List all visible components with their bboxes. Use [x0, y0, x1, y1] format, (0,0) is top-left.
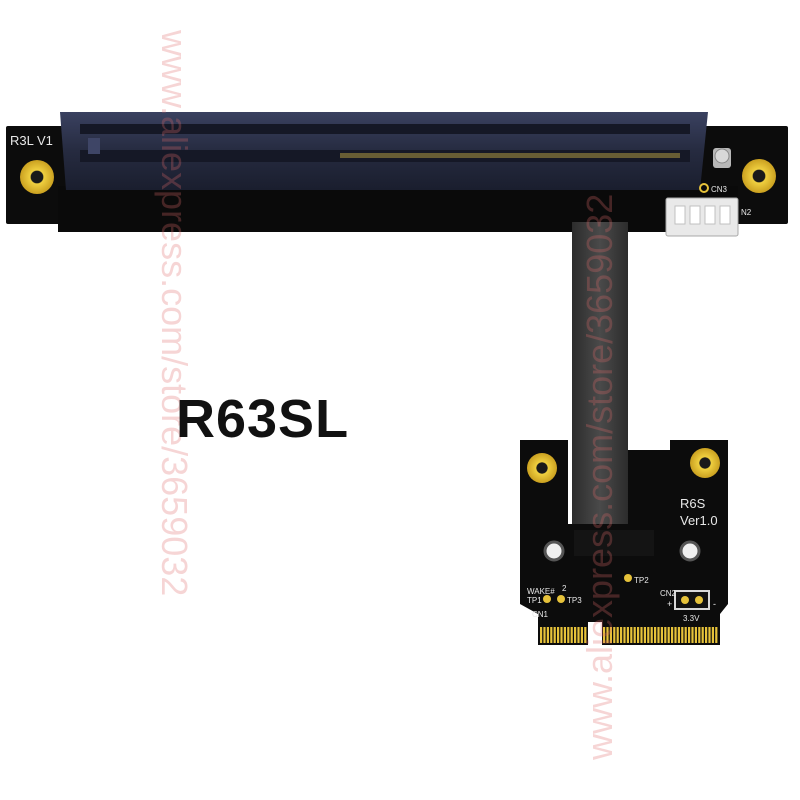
edge-contact: [654, 627, 657, 643]
edge-contact: [620, 627, 623, 643]
pcie-slot-contacts: [340, 153, 680, 158]
edge-contact: [681, 627, 684, 643]
edge-contact: [677, 627, 680, 643]
edge-contact: [637, 627, 640, 643]
edge-contact: [701, 627, 704, 643]
pcie-slot-groove: [80, 124, 690, 134]
edge-contact: [684, 627, 687, 643]
cn3-label: CN3: [711, 185, 728, 194]
edge-contact: [640, 627, 643, 643]
cn2-label: CN2: [660, 589, 677, 598]
watermark-right: www.aliexpress.com/store/3659032: [579, 194, 620, 761]
ribbon-cable: [572, 222, 628, 532]
mounting-hole-left: [20, 160, 54, 194]
edge-contact: [705, 627, 708, 643]
edge-contact: [657, 627, 660, 643]
edge-contacts: [540, 627, 718, 643]
tp2-number-label: 2: [562, 584, 567, 593]
edge-contact: [606, 627, 609, 643]
edge-contact: [613, 627, 616, 643]
tp3-pad: [557, 595, 565, 603]
tp2-label: TP2: [634, 576, 649, 585]
edge-contact: [650, 627, 653, 643]
tp3-label: TP3: [567, 596, 582, 605]
edge-contact: [698, 627, 701, 643]
edge-contact: [667, 627, 670, 643]
power-connector-pin: [689, 205, 701, 225]
edge-contact: [580, 627, 583, 643]
edge-contact: [603, 627, 606, 643]
model-title: R63SL: [176, 389, 350, 449]
pcie-board-silk-label: R3L V1: [10, 133, 53, 148]
edge-contact: [711, 627, 714, 643]
edge-contact: [616, 627, 619, 643]
power-header-pin: [681, 596, 689, 604]
edge-contact: [708, 627, 711, 643]
edge-contact: [577, 627, 580, 643]
edge-contact: [609, 627, 612, 643]
mounting-hole-right: [742, 159, 776, 193]
edge-contact: [630, 627, 633, 643]
plus-label: +: [667, 599, 672, 609]
edge-contact: [647, 627, 650, 643]
standoff-screw-head: [714, 148, 730, 164]
mini-mounting-hole-left: [527, 453, 557, 483]
minus-label: -: [713, 599, 716, 609]
edge-contact: [626, 627, 629, 643]
mini-board-version: Ver1.0: [680, 513, 718, 528]
edge-contact: [550, 627, 553, 643]
cn2-label: N2: [741, 208, 752, 217]
edge-contact: [643, 627, 646, 643]
edge-contact: [691, 627, 694, 643]
tp2-pad: [624, 574, 632, 582]
edge-contact: [540, 627, 543, 643]
tp1-label: TP1: [527, 596, 542, 605]
power-connector-pin: [704, 205, 716, 225]
power-connector-pin: [719, 205, 731, 225]
edge-contact: [563, 627, 566, 643]
cn3-marker: [699, 183, 709, 193]
edge-contact: [671, 627, 674, 643]
power-header-pin: [695, 596, 703, 604]
tp1-pad: [543, 595, 551, 603]
edge-contact: [660, 627, 663, 643]
wake-label: WAKE#: [527, 587, 555, 596]
ribbon-connector: [574, 530, 654, 556]
mini-screw-hole-left: [543, 540, 565, 562]
mini-mounting-hole-right: [690, 448, 720, 478]
voltage-label: 3.3V: [683, 614, 700, 623]
mini-board-name: R6S: [680, 496, 706, 511]
edge-contact: [674, 627, 677, 643]
edge-contact: [543, 627, 546, 643]
edge-contact: [557, 627, 560, 643]
edge-contact: [553, 627, 556, 643]
power-header: [674, 590, 710, 610]
edge-contact: [560, 627, 563, 643]
edge-contact: [633, 627, 636, 643]
mini-screw-hole-right: [679, 540, 701, 562]
pcie-slot-key: [88, 138, 100, 154]
edge-contact: [546, 627, 549, 643]
edge-contact: [664, 627, 667, 643]
watermark-left: www.aliexpress.com/store/3659032: [154, 29, 195, 596]
edge-contact: [694, 627, 697, 643]
edge-contact: [570, 627, 573, 643]
edge-contact: [688, 627, 691, 643]
cn1-label: CN1: [532, 610, 549, 619]
edge-contact: [567, 627, 570, 643]
mini-pcie-board: R6S Ver1.0 WAKE# 2 TP1 TP3 TP2 CN1 CN2 +…: [520, 440, 728, 645]
edge-contact: [584, 627, 587, 643]
pcie-riser-board: R3L V1 CN3 N2: [6, 112, 788, 237]
edge-contact: [715, 627, 718, 643]
edge-contact: [623, 627, 626, 643]
power-connector-pin: [674, 205, 686, 225]
edge-contact: [574, 627, 577, 643]
